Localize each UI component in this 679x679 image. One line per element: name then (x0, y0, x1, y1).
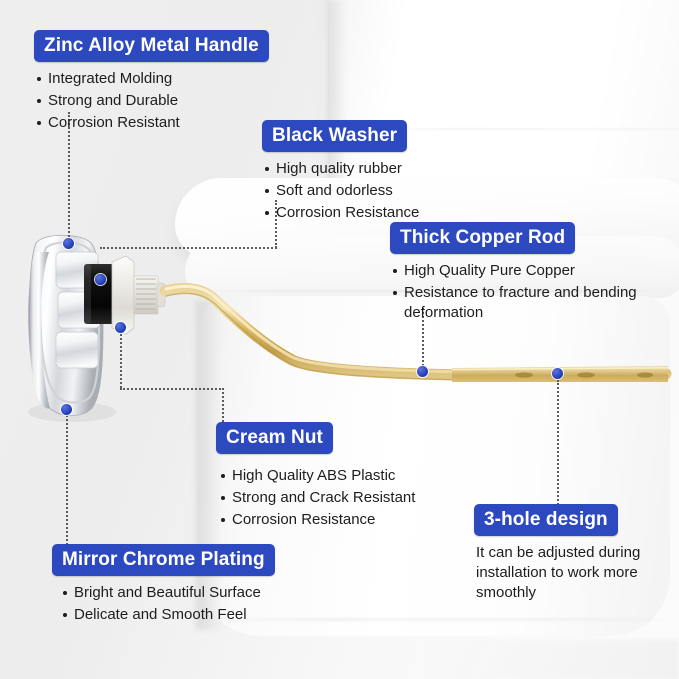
bullet-item: Corrosion Resistance (220, 510, 415, 530)
callout-bullets-zinc-alloy: Integrated Molding Strong and Durable Co… (34, 69, 269, 133)
callout-bullets-cream-nut: High Quality ABS Plastic Strong and Crac… (216, 466, 415, 530)
nut-threaded-barrel (133, 275, 159, 315)
callout-cream-nut: Cream Nut High Quality ABS Plastic Stron… (216, 422, 415, 532)
bullet-item: High quality rubber (264, 159, 419, 179)
callout-mirror-chrome-plating: Mirror Chrome Plating Bright and Beautif… (52, 544, 275, 627)
anchor-copper-rod (417, 366, 428, 377)
bullet-item: Corrosion Resistance (264, 203, 420, 221)
callout-title-mirror-chrome: Mirror Chrome Plating (52, 544, 275, 576)
rod-hole-2 (577, 372, 595, 378)
callout-title-black-washer: Black Washer (262, 120, 408, 152)
rod-hole-3 (637, 372, 653, 378)
bullet-item: Integrated Molding (37, 69, 269, 89)
callout-title-cream-nut: Cream Nut (216, 422, 333, 454)
leader-cream-nut-horizontal (120, 388, 224, 390)
cream-nut (111, 255, 135, 335)
leader-three-hole (557, 380, 559, 505)
callout-thick-copper-rod: Thick Copper Rod High Quality Pure Coppe… (390, 222, 662, 325)
rod-hole-1 (515, 372, 533, 378)
callout-title-zinc-alloy: Zinc Alloy Metal Handle (34, 30, 269, 62)
leader-cream-nut-vertical (222, 388, 224, 422)
bullet-item: High Quality ABS Plastic (220, 466, 415, 486)
callout-three-hole-design: 3-hole design It can be adjusted during … (474, 504, 664, 603)
bullet-item: Soft and odorless (264, 181, 419, 201)
lever-facet-bottom (55, 331, 99, 369)
leader-cream-nut-drop (120, 330, 122, 388)
bullet-item: Corrosion Resistant (37, 113, 269, 133)
bullet-item: High Quality Pure Copper (393, 261, 662, 281)
callout-bullets-copper-rod: High Quality Pure Copper Resistance to f… (390, 261, 662, 323)
bullet-item: Strong and Durable (37, 91, 269, 111)
anchor-mirror-chrome (61, 404, 72, 415)
washer-highlight (84, 264, 91, 324)
handle-left-highlight (28, 252, 50, 409)
bullet-item: Resistance to fracture and bending defor… (393, 283, 662, 323)
leader-zinc-alloy (68, 112, 70, 241)
callout-black-washer: Black Washer High quality rubber Soft an… (262, 120, 419, 225)
callout-title-three-hole: 3-hole design (474, 504, 618, 536)
bullet-item: Delicate and Smooth Feel (63, 605, 275, 625)
black-washer (84, 264, 114, 324)
callout-text-three-hole: It can be adjusted during installation t… (476, 544, 641, 601)
callout-bullets-mirror-chrome: Bright and Beautiful Surface Delicate an… (52, 583, 275, 625)
bullet-item: Bright and Beautiful Surface (63, 583, 275, 603)
anchor-three-hole (552, 368, 563, 379)
leader-black-washer-vertical (275, 200, 277, 248)
callout-bullets-black-washer: High quality rubber Soft and odorless Co… (262, 159, 419, 223)
callout-zinc-alloy-metal-handle: Zinc Alloy Metal Handle Integrated Moldi… (34, 30, 269, 135)
leader-black-washer-horizontal (100, 247, 277, 249)
bullet-item: Strong and Crack Resistant (220, 488, 416, 506)
anchor-black-washer (95, 274, 106, 285)
leader-mirror-chrome (66, 412, 68, 545)
callout-title-copper-rod: Thick Copper Rod (390, 222, 576, 254)
anchor-cream-nut (115, 322, 126, 333)
leader-copper-rod (422, 308, 424, 370)
anchor-zinc-alloy (63, 238, 74, 249)
nut-threads (136, 278, 156, 310)
